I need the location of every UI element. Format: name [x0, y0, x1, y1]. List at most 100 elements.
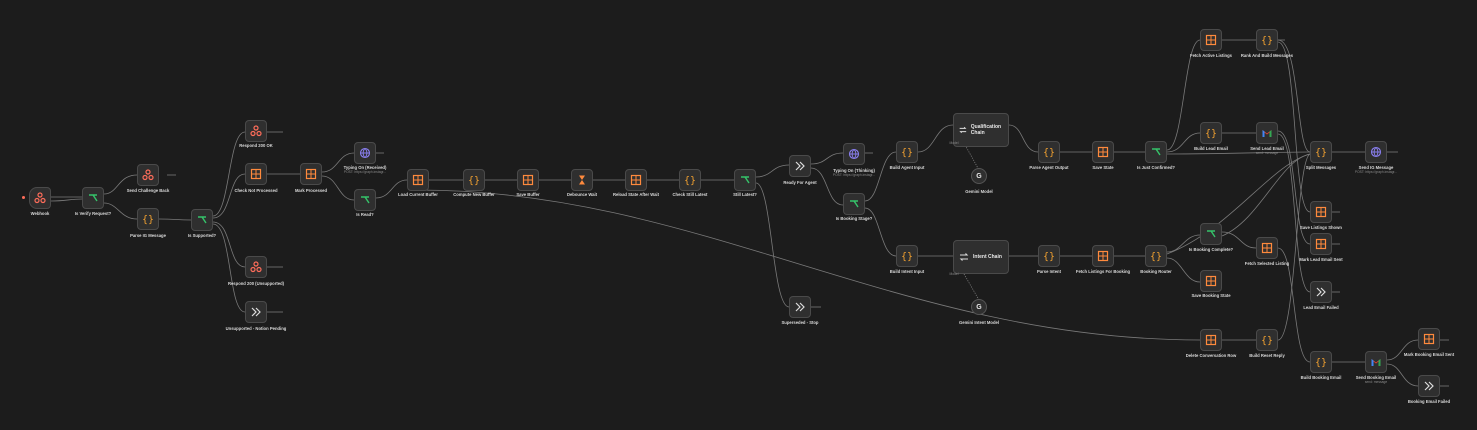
rank-and-build-messages-node[interactable]: {}: [1256, 29, 1278, 51]
send-lead-email-label: Send Lead Email: [1250, 146, 1284, 151]
is-just-confirmed-node[interactable]: [1145, 141, 1167, 163]
is-booking-stage-node[interactable]: [843, 193, 865, 215]
braces-icon: {}: [684, 176, 696, 187]
build-lead-email-node[interactable]: {}: [1200, 122, 1222, 144]
braces-icon: {}: [1315, 358, 1327, 369]
still-latest-label: Still Latest?: [733, 192, 757, 197]
fetch-selected-listing-label: Fetch Selected Listing: [1244, 261, 1290, 266]
webhook-node[interactable]: [29, 187, 51, 209]
gmail-icon: [1262, 130, 1272, 137]
table-icon: [1097, 250, 1109, 262]
build-reset-reply-node[interactable]: {}: [1256, 329, 1278, 351]
arrow-right-icon: [251, 307, 261, 317]
booking-router-label: Booking Router: [1140, 269, 1172, 274]
is-verify-request-node[interactable]: [82, 187, 104, 209]
is-booking-stage-label: Is Booking Stage?: [835, 216, 873, 221]
is-booking-complete-node[interactable]: [1200, 223, 1222, 245]
typing-on-thinking-node[interactable]: [843, 143, 865, 165]
save-listings-shown-node[interactable]: [1310, 201, 1332, 223]
chain-icon: [959, 126, 967, 134]
typing-on-received-label: Typing On (Received): [343, 165, 387, 170]
mark-lead-email-sent-node[interactable]: [1310, 233, 1332, 255]
svg-text:{}: {}: [468, 176, 480, 187]
svg-text:{}: {}: [1261, 36, 1273, 47]
gemini-intent-model-node[interactable]: G: [971, 299, 987, 315]
parse-ig-message-node[interactable]: {}: [137, 208, 159, 230]
branch-icon: [850, 200, 859, 208]
gemini-model-node[interactable]: G: [971, 168, 987, 184]
check-not-processed-node[interactable]: [245, 163, 267, 185]
gmail-icon: [1371, 359, 1381, 366]
booking-router-node[interactable]: {}: [1145, 245, 1167, 267]
globe-icon: [359, 147, 371, 159]
is-supported-node[interactable]: [191, 209, 213, 231]
unsupported-notion-pending-node[interactable]: [245, 301, 267, 323]
send-booking-email-node[interactable]: [1365, 351, 1387, 373]
table-icon: [522, 174, 534, 186]
unsupported-notion-pending-label: Unsupported - Notion Pending: [225, 326, 287, 331]
chain-icon: [959, 253, 969, 261]
ready-for-agent-node[interactable]: [789, 155, 811, 177]
is-read-node[interactable]: [354, 189, 376, 211]
table-icon: [1097, 146, 1109, 158]
arrow-right-icon: [795, 161, 805, 171]
build-agent-input-node[interactable]: {}: [896, 141, 918, 163]
compute-new-buffer-node[interactable]: {}: [463, 169, 485, 191]
send-ig-message-subtitle: POST: https://graph.instagr...: [1354, 170, 1398, 174]
mark-processed-node[interactable]: [300, 163, 322, 185]
braces-icon: {}: [1205, 129, 1217, 140]
lead-email-failed-node[interactable]: [1310, 281, 1332, 303]
split-messages-label: Split Messages: [1305, 165, 1337, 170]
save-buffer-node[interactable]: [517, 169, 539, 191]
still-latest-node[interactable]: [734, 169, 756, 191]
debounce-wait-node[interactable]: [571, 169, 593, 191]
qualification-chain-node[interactable]: Qualification Chain: [953, 113, 1009, 147]
fetch-listings-for-booking-node[interactable]: [1092, 245, 1114, 267]
hourglass-icon: [579, 175, 585, 185]
mark-booking-email-sent-node[interactable]: [1418, 328, 1440, 350]
send-challenge-back-node[interactable]: [137, 164, 159, 186]
webhook-icon: [142, 169, 154, 181]
save-booking-state-node[interactable]: [1200, 270, 1222, 292]
table-icon: [305, 168, 317, 180]
send-lead-email-node[interactable]: [1256, 122, 1278, 144]
branch-icon: [741, 176, 750, 184]
svg-text:{}: {}: [1205, 129, 1217, 140]
respond-200-unsupported-node[interactable]: [245, 256, 267, 278]
braces-icon: {}: [1150, 252, 1162, 263]
webhook-icon: [250, 261, 262, 273]
delete-conversation-row-node[interactable]: [1200, 329, 1222, 351]
typing-on-received-node[interactable]: [354, 142, 376, 164]
booking-email-failed-node[interactable]: [1418, 375, 1440, 397]
check-still-latest-node[interactable]: {}: [679, 169, 701, 191]
save-state-node[interactable]: [1092, 141, 1114, 163]
table-icon: [1315, 238, 1327, 250]
respond-200-ok-node[interactable]: [245, 120, 267, 142]
save-buffer-label: Save Buffer: [516, 192, 540, 197]
load-current-buffer-node[interactable]: [407, 169, 429, 191]
parse-intent-node[interactable]: {}: [1038, 245, 1060, 267]
send-ig-message-node[interactable]: [1365, 141, 1387, 163]
table-icon: [1205, 275, 1217, 287]
table-icon: [250, 168, 262, 180]
send-booking-email-subtitle: send: message: [1364, 380, 1388, 384]
qualification-chain-title: Qualification Chain: [970, 124, 1002, 136]
superseded-stop-node[interactable]: [789, 296, 811, 318]
parse-agent-output-node[interactable]: {}: [1038, 141, 1060, 163]
build-booking-email-node[interactable]: {}: [1310, 351, 1332, 373]
save-booking-state-label: Save Booking State: [1191, 293, 1231, 298]
fetch-active-listings-node[interactable]: [1200, 29, 1222, 51]
arrow-right-icon: [1316, 287, 1326, 297]
webhook-icon: [34, 192, 46, 204]
build-intent-input-node[interactable]: {}: [896, 245, 918, 267]
reload-state-after-wait-node[interactable]: [625, 169, 647, 191]
intent-chain-node[interactable]: Intent Chain: [953, 240, 1009, 274]
fetch-selected-listing-node[interactable]: [1256, 237, 1278, 259]
split-messages-node[interactable]: {}: [1310, 141, 1332, 163]
braces-icon: {}: [142, 215, 154, 226]
send-lead-email-subtitle: send: message: [1255, 151, 1279, 155]
booking-email-failed-label: Booking Email Failed: [1407, 399, 1451, 404]
globe-icon: [1370, 146, 1382, 158]
gemini-intent-model-label: Gemini Intent Model: [958, 320, 999, 325]
